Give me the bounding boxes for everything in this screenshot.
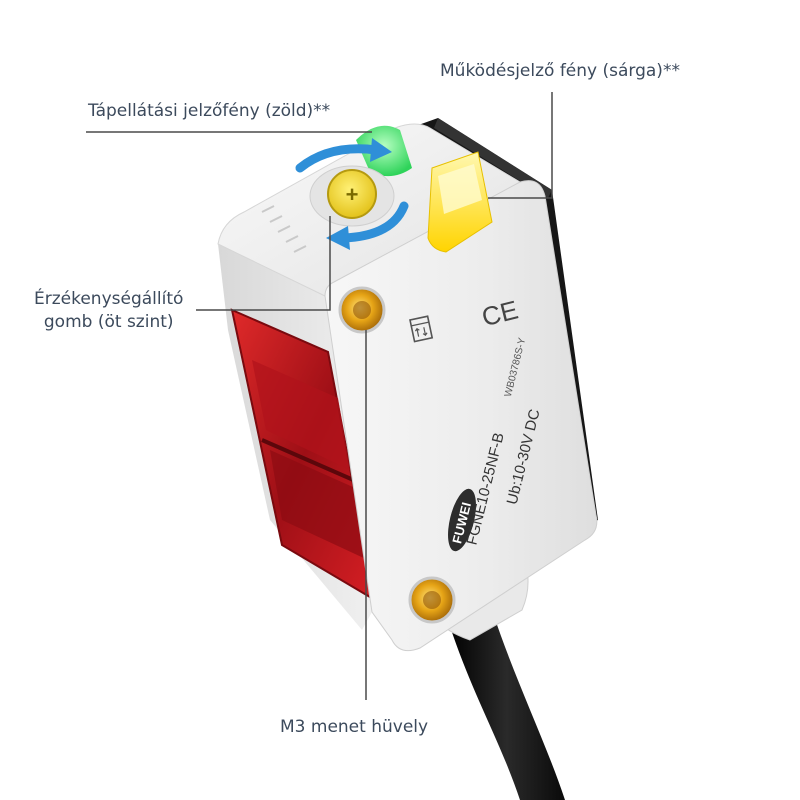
callout-operation-led: Működésjelző fény (sárga)** (440, 61, 680, 81)
callout-m3-sleeve: M3 menet hüvely (280, 717, 429, 737)
top-vents (261, 205, 307, 253)
callout-power-led: Tápellátási jelzőfény (zöld)** (88, 101, 331, 121)
leader-operation-led (488, 92, 553, 199)
knob-glyph: + (346, 182, 359, 207)
cable (448, 610, 565, 800)
callout-sensitivity-line-2: gomb (öt szint) (43, 312, 174, 332)
sensitivity-knob (327, 169, 377, 219)
callout-sensitivity-line-1: Érzékenységállító (34, 289, 184, 309)
rotation-arrow-icon (295, 144, 409, 243)
front-face (324, 180, 598, 652)
callout-sensitivity-knob: Érzékenységállító gomb (öt szint) (34, 288, 183, 334)
leader-sensitivity-knob (196, 216, 331, 311)
leader-lines (86, 92, 553, 700)
brand-badge (448, 488, 476, 552)
mode-switch-icon (409, 315, 434, 343)
